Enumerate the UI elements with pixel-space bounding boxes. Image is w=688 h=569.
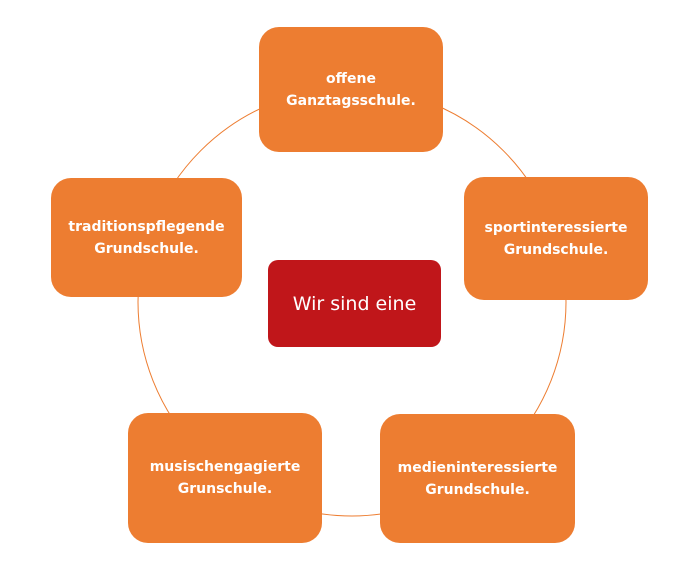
node-label-line2: Grundschule. [94,240,199,257]
node-label-line1: musischengagierte [149,459,301,475]
node-label-line2: Grundschule. [425,481,530,498]
node-sportinteressierte: sportinteressierte Grundschule. [464,177,648,300]
node-musischengagierte: musischengagierte Grunschule. [128,413,322,543]
node-label-line1: sportinteressierte [484,219,628,236]
center-label: Wir sind eine [292,292,417,315]
node-label-line2: Grunschule. [177,481,273,497]
node-label-line2: Grundschule. [503,241,609,258]
node-medieninteressierte: medieninteressierte Grundschule. [380,414,575,543]
node-label-line2: Ganztagsschule. [286,92,416,109]
node-offene-ganztagsschule: offene Ganztagsschule. [259,27,443,152]
center-node: Wir sind eine [268,260,441,347]
node-label-line1: offene [326,70,376,87]
node-label-line1: medieninteressierte [397,459,558,476]
node-traditionspflegende: traditionspflegende Grundschule. [51,178,242,297]
node-label-line1: traditionspflegende [68,218,225,235]
